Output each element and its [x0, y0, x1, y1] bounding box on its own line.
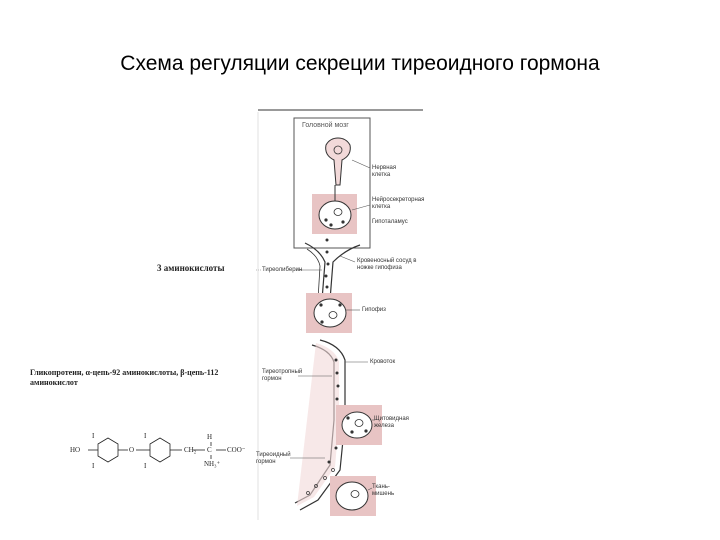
portal-vessel-label: Кровеносный сосуд в ножке гипофиза: [357, 258, 417, 271]
neurosecretory-cell-label: Нейросекреторная клетка: [372, 197, 425, 210]
thyroid-label: Щитовидная железа: [374, 416, 409, 429]
chem-h: H: [207, 433, 213, 441]
slide-title: Схема регуляции секреции тиреоидного гор…: [120, 52, 600, 75]
tsh-label: Тиреотропный гормон: [262, 369, 303, 382]
chem-i-2: I: [92, 462, 95, 470]
hypothalamus-label: Гипоталамус: [372, 219, 408, 225]
three-amino-acids-note: 3 аминокислоты: [157, 263, 225, 273]
neurosecretory-cell-shape: [318, 185, 352, 230]
thyroid-cell-shape: [341, 411, 373, 439]
brain-box: [293, 117, 371, 249]
nerve-cell-label: Нервная клетка: [372, 165, 397, 178]
portal-vessel-dots: [324, 238, 330, 289]
chem-i-4: I: [144, 462, 147, 470]
thyroliberin-label: Тиреолиберин: [262, 267, 303, 273]
chem-ho: HO: [70, 446, 81, 454]
chem-c: C: [207, 446, 212, 454]
chem-ch2: CH₂: [184, 446, 197, 454]
brain-label: Головной мозг: [302, 122, 349, 129]
glycoprotein-note: Гликопротеин, α-цепь-92 аминокислоты, β-…: [30, 368, 219, 387]
thyroid-hormone-label: Тиреоидный гормон: [256, 452, 291, 465]
pituitary-cell-shape: [313, 298, 347, 328]
chem-o: O: [129, 446, 135, 454]
blood-vessel-dots: [327, 358, 340, 464]
blood-stream-label: Кровоток: [370, 359, 396, 365]
chem-nh3: NH₃⁺: [204, 460, 221, 468]
blood-vessel-open-dots: [306, 468, 335, 495]
nerve-cell-shape: [325, 137, 351, 186]
thyroxine-structure: [88, 437, 226, 463]
target-cell-shape: [335, 481, 369, 511]
blood-vessel: [299, 339, 346, 511]
chem-i-1: I: [92, 432, 95, 440]
chem-coo: COO⁻: [227, 446, 246, 454]
chem-i-3: I: [144, 432, 147, 440]
pituitary-label: Гипофиз: [362, 307, 386, 313]
portal-vessel: [304, 242, 361, 301]
leader-lines: [290, 159, 375, 491]
target-cell-label: Ткань-мишень: [372, 484, 395, 497]
